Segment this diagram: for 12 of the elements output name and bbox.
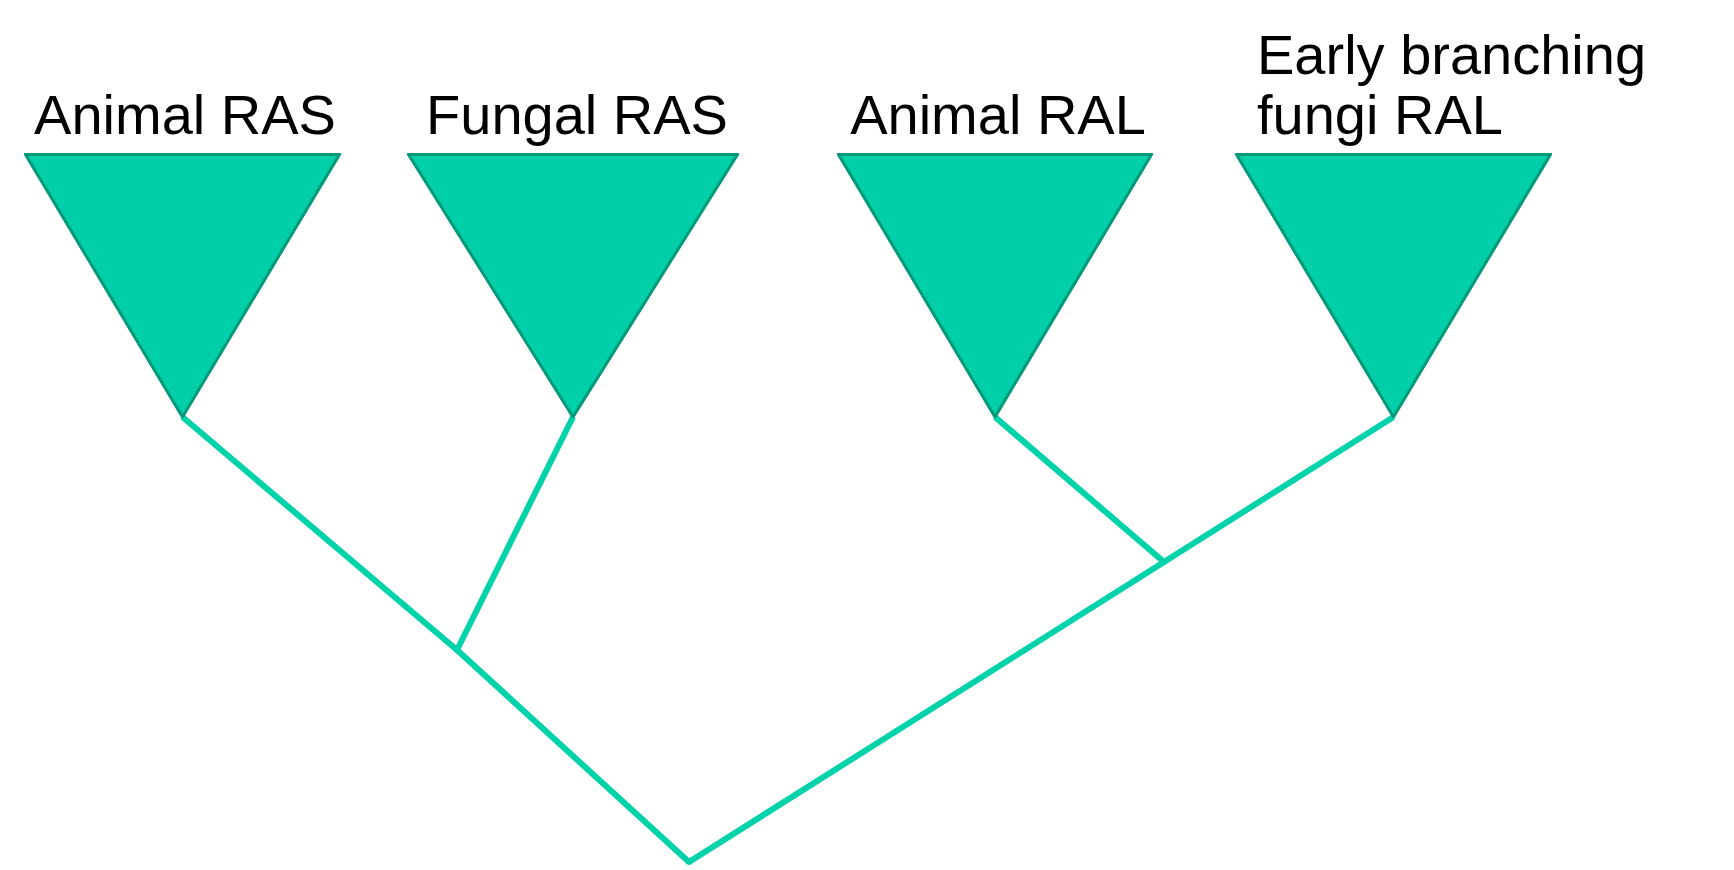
tree-branch <box>687 559 1166 865</box>
tree-branch <box>1162 414 1396 565</box>
clade-label: Fungal RAS <box>426 85 728 145</box>
branch-point <box>686 859 692 865</box>
clade-label: Early branching fungi RAL <box>1257 25 1648 145</box>
tree-branch <box>454 647 692 865</box>
clade-label: Animal RAS <box>34 85 336 145</box>
tree-branch <box>454 415 576 652</box>
branch-point <box>1161 559 1167 565</box>
clade-label: Animal RAL <box>850 85 1146 145</box>
branch-point <box>454 647 460 653</box>
tree-branch <box>180 414 459 653</box>
